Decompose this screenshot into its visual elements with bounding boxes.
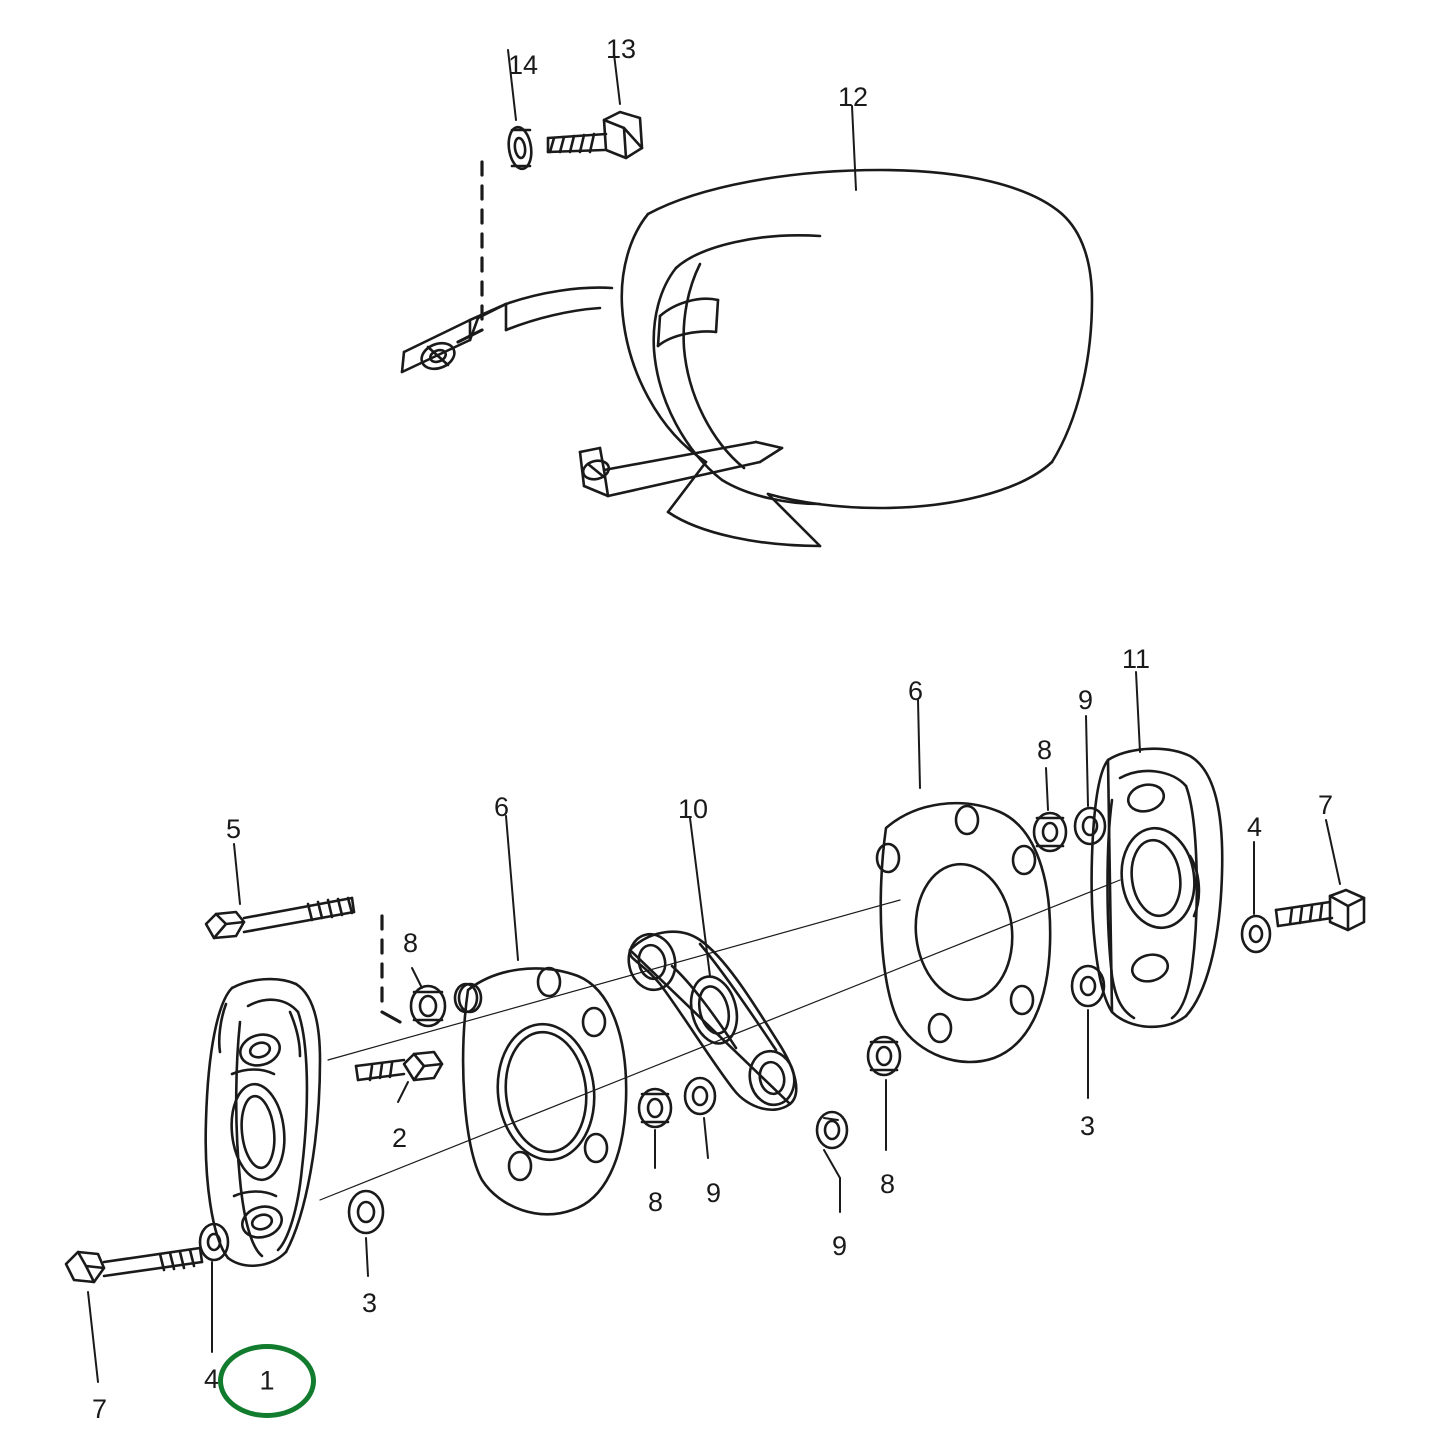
callout-12: 12 <box>838 82 869 112</box>
callout-5: 5 <box>226 814 242 844</box>
callout-8-upper-right: 8 <box>1037 735 1053 765</box>
callout-1-highlight[interactable]: 1 <box>218 1344 316 1418</box>
callout-3-left: 3 <box>362 1288 378 1318</box>
callout-10: 10 <box>678 794 709 824</box>
callout-2: 2 <box>392 1123 408 1153</box>
callout-7-left: 7 <box>92 1394 108 1424</box>
callout-4-right: 4 <box>1247 812 1263 842</box>
callout-8-mid-right: 8 <box>880 1169 896 1199</box>
callout-9-upper-right: 9 <box>1078 685 1094 715</box>
callout-11: 11 <box>1122 644 1151 674</box>
callout-4-left: 4 <box>204 1364 220 1394</box>
callout-9-mid-left: 9 <box>706 1178 722 1208</box>
callout-1-label: 1 <box>259 1365 275 1396</box>
callout-14: 14 <box>508 50 539 80</box>
callout-6-right: 6 <box>908 676 924 706</box>
callout-9-mid-right: 9 <box>832 1231 848 1261</box>
callout-8-left: 8 <box>403 928 419 958</box>
callout-13: 13 <box>606 34 637 64</box>
callout-8-mid-left: 8 <box>648 1187 664 1217</box>
callout-7-right: 7 <box>1318 790 1334 820</box>
callout-6-left: 6 <box>494 792 510 822</box>
callout-3-right: 3 <box>1080 1111 1096 1141</box>
